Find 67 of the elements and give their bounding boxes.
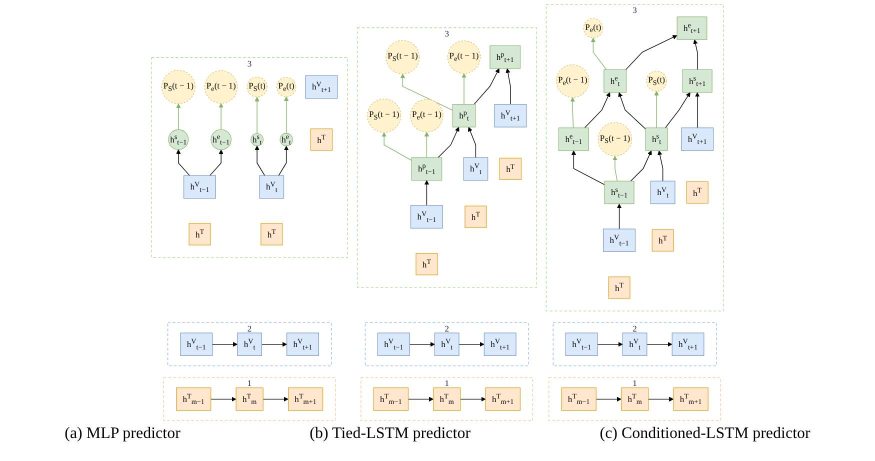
node-box: h$^{T}$ (499, 158, 522, 180)
arrow (462, 73, 466, 105)
arrow (424, 180, 430, 206)
node-circle: P$_{S}$(t) (246, 76, 268, 98)
node-circle: P$_{e}$(t − 1) (447, 40, 481, 74)
arrow (409, 342, 435, 347)
node-circle: P$_{S}$(t − 1) (367, 98, 402, 133)
node-box: h$^{T}$ (310, 128, 332, 151)
arrow (382, 132, 412, 161)
arrow (458, 342, 484, 347)
arrow (597, 342, 623, 347)
arrow (278, 146, 289, 176)
arrow (571, 150, 605, 186)
arrow (630, 150, 652, 182)
node-circle: P$_{S}$(t − 1) (598, 122, 632, 156)
node-circle: P$_{S}$(t − 1) (386, 40, 420, 74)
arrow (424, 132, 430, 158)
node-circle: P$_{e}$(t) (583, 18, 604, 38)
arrow (693, 39, 698, 70)
panel-caption: (a) MLP predictor (64, 425, 180, 443)
node-circle: P$_{e}$(t) (276, 77, 296, 97)
node-box: h$^{T}$ (464, 206, 487, 228)
node-box: h$^{T}$ (260, 223, 283, 246)
panel-caption: (c) Conditioned-LSTM predictor (600, 425, 810, 443)
arrow (506, 68, 511, 105)
arrow (218, 103, 224, 130)
arrow (254, 146, 266, 176)
arrow (176, 103, 181, 130)
arrow (408, 396, 434, 402)
arrow (646, 342, 672, 347)
arrow (284, 96, 289, 134)
arrow (648, 396, 674, 402)
node-circle: P$_{e}$(t − 1) (556, 64, 590, 98)
arrow (474, 68, 500, 105)
arrow (176, 149, 190, 176)
arrow (261, 342, 288, 347)
panel-caption: (b) Tied-LSTM predictor (310, 425, 471, 443)
arrow (262, 396, 288, 402)
arrow (254, 96, 260, 134)
node-circle: P$_{S}$(t) (646, 70, 667, 92)
arrow (625, 35, 678, 70)
arrow (596, 396, 622, 402)
node-circle: P$_{S}$(t − 1) (161, 70, 196, 104)
node-box: h$^{T}$ (608, 276, 630, 299)
node-box: h$^{T}$ (188, 223, 211, 246)
arrow (584, 92, 610, 128)
node-box: h$^{T}$ (416, 253, 438, 276)
arrow (654, 90, 659, 128)
arrow (460, 396, 486, 402)
arrow (618, 92, 646, 130)
arrow (612, 156, 618, 182)
node-circle: P$_{e}$(t − 1) (410, 99, 444, 132)
arrow (695, 92, 700, 128)
arrow (468, 126, 476, 158)
arrow (210, 396, 236, 402)
arrow (664, 92, 690, 128)
arrow (438, 126, 460, 158)
arrow (210, 150, 224, 176)
arrow (400, 74, 454, 111)
arrow (658, 150, 664, 182)
arrow (616, 204, 622, 230)
node-box: h$^{T}$ (652, 229, 674, 252)
arrow (212, 342, 238, 347)
node-box: h$^{T}$ (686, 181, 708, 204)
node-circle: P$_{e}$(t − 1) (204, 70, 238, 104)
arrow (570, 97, 575, 128)
arrow (590, 38, 607, 70)
